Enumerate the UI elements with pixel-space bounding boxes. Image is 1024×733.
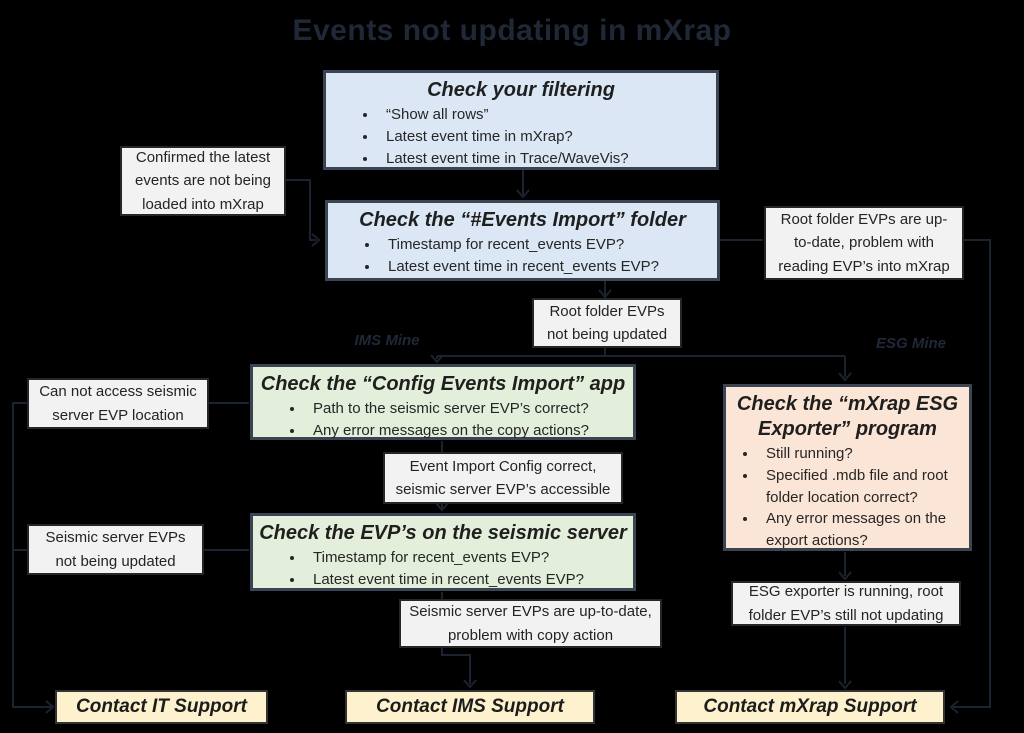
note-config-correct-evp-accessible: Event Import Config correct, seismic ser… xyxy=(383,452,623,504)
step-title: Check the “#Events Import” folder xyxy=(359,209,686,231)
step-title: Check your filtering xyxy=(427,79,615,101)
step-bullets: “Show all rows” Latest event time in mXr… xyxy=(332,104,710,169)
bullet-item: Specified .mdb file and root folder loca… xyxy=(758,465,963,509)
step-box-events-import-folder: Check the “#Events Import” folder Timest… xyxy=(325,200,720,281)
bullet-item: Any error messages on the export actions… xyxy=(758,508,963,552)
arrowhead-down-icon xyxy=(838,571,852,581)
arrowhead-down-icon xyxy=(598,289,612,299)
step-bullets: Timestamp for recent_events EVP? Latest … xyxy=(334,234,711,278)
note-seismic-evps-not-updated: Seismic server EVPs not being updated xyxy=(27,524,204,575)
bullet-item: Latest event time in recent_events EVP? xyxy=(305,569,627,591)
bullet-item: Timestamp for recent_events EVP? xyxy=(380,234,711,256)
bullet-item: Path to the seismic server EVP’s correct… xyxy=(305,398,627,420)
note-seismic-evps-up-to-date: Seismic server EVPs are up-to-date, prob… xyxy=(399,599,662,648)
step-box-mxrap-esg-exporter: Check the “mXrap ESG Exporter” program S… xyxy=(723,384,972,551)
note-root-evps-not-updated: Root folder EVPs not being updated xyxy=(532,298,682,348)
step-box-evps-on-seismic-server: Check the EVP’s on the seismic server Ti… xyxy=(250,513,636,591)
step-title: Check the EVP’s on the seismic server xyxy=(259,522,627,544)
note-root-evps-up-to-date: Root folder EVPs are up-to-date, problem… xyxy=(764,206,964,280)
bullet-item: Latest event time in Trace/WaveVis? xyxy=(378,148,710,170)
bullet-item: Latest event time in recent_events EVP? xyxy=(380,256,711,278)
contact-ims-support-box: Contact IMS Support xyxy=(345,690,595,724)
bullet-item: Timestamp for recent_events EVP? xyxy=(305,547,627,569)
arrow-line xyxy=(436,347,846,377)
arrowhead-down-icon xyxy=(430,354,444,364)
step-box-config-events-import: Check the “Config Events Import” app Pat… xyxy=(250,364,636,440)
contact-it-support-box: Contact IT Support xyxy=(55,690,268,724)
contact-mxrap-support-box: Contact mXrap Support xyxy=(675,690,945,724)
bullet-item: Still running? xyxy=(758,443,963,465)
bullet-item: Any error messages on the copy actions? xyxy=(305,420,627,442)
arrowhead-right-icon xyxy=(45,700,55,714)
step-bullets: Path to the seismic server EVP’s correct… xyxy=(259,398,627,442)
page-title: Events not updating in mXrap xyxy=(292,14,732,47)
step-box-check-filtering: Check your filtering “Show all rows” Lat… xyxy=(323,70,719,170)
arrow-line xyxy=(286,179,316,241)
note-cannot-access-evp-location: Can not access seismic server EVP locati… xyxy=(27,378,209,429)
arrowhead-down-icon xyxy=(435,502,449,512)
arrowhead-down-icon xyxy=(463,679,477,689)
arrowhead-down-icon xyxy=(516,189,530,199)
bullet-item: Latest event time in mXrap? xyxy=(378,126,710,148)
arrow-line xyxy=(12,402,249,708)
branch-label-ims-mine: IMS Mine xyxy=(354,332,420,349)
step-bullets: Still running? Specified .mdb file and r… xyxy=(732,443,963,552)
step-title: Check the “Config Events Import” app xyxy=(260,373,626,395)
arrowhead-right-icon xyxy=(311,233,321,247)
step-title: Check the “mXrap ESG Exporter” program xyxy=(736,393,959,440)
arrowhead-down-icon xyxy=(838,372,852,382)
note-esg-exporter-running: ESG exporter is running, root folder EVP… xyxy=(731,581,961,626)
note-confirmed-not-loaded: Confirmed the latest events are not bein… xyxy=(120,146,286,216)
bullet-item: “Show all rows” xyxy=(378,104,710,126)
arrowhead-left-icon xyxy=(949,700,959,714)
step-bullets: Timestamp for recent_events EVP? Latest … xyxy=(259,547,627,591)
arrow-line xyxy=(720,239,991,708)
branch-label-esg-mine: ESG Mine xyxy=(875,335,946,352)
arrowhead-down-icon xyxy=(838,680,852,690)
